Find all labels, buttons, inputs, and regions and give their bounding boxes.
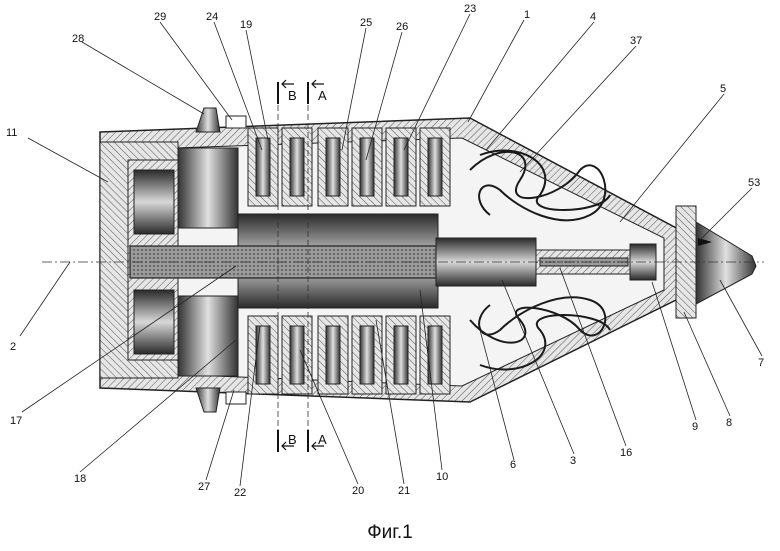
- label-28: 28: [72, 33, 84, 45]
- label-10: 10: [436, 471, 448, 483]
- label-22: 22: [234, 487, 246, 499]
- label-27: 27: [198, 481, 210, 493]
- label-53: 53: [748, 177, 760, 189]
- label-19: 19: [240, 19, 252, 31]
- label-23: 23: [464, 3, 476, 15]
- label-4: 4: [590, 11, 596, 23]
- label-21: 21: [398, 485, 410, 497]
- label-5: 5: [720, 83, 726, 95]
- figure-caption: Фиг.1: [0, 522, 780, 544]
- section-mark-b-bottom: B: [288, 432, 297, 447]
- label-37: 37: [630, 35, 642, 47]
- label-18: 18: [74, 473, 86, 485]
- label-3: 3: [570, 455, 576, 467]
- label-11: 11: [6, 127, 17, 139]
- label-25: 25: [360, 17, 372, 29]
- label-17: 17: [10, 415, 22, 427]
- label-8: 8: [726, 417, 732, 429]
- label-6: 6: [510, 459, 516, 471]
- label-16: 16: [620, 447, 632, 459]
- label-1: 1: [524, 9, 530, 21]
- section-mark-a-top: A: [318, 88, 327, 103]
- label-29: 29: [154, 11, 166, 23]
- section-mark-a-bottom: A: [318, 432, 327, 447]
- label-26: 26: [396, 21, 408, 33]
- section-mark-b-top: B: [288, 88, 297, 103]
- label-7: 7: [758, 357, 764, 369]
- label-9: 9: [692, 421, 698, 433]
- label-2: 2: [10, 341, 16, 353]
- label-24: 24: [206, 11, 218, 23]
- label-20: 20: [352, 485, 364, 497]
